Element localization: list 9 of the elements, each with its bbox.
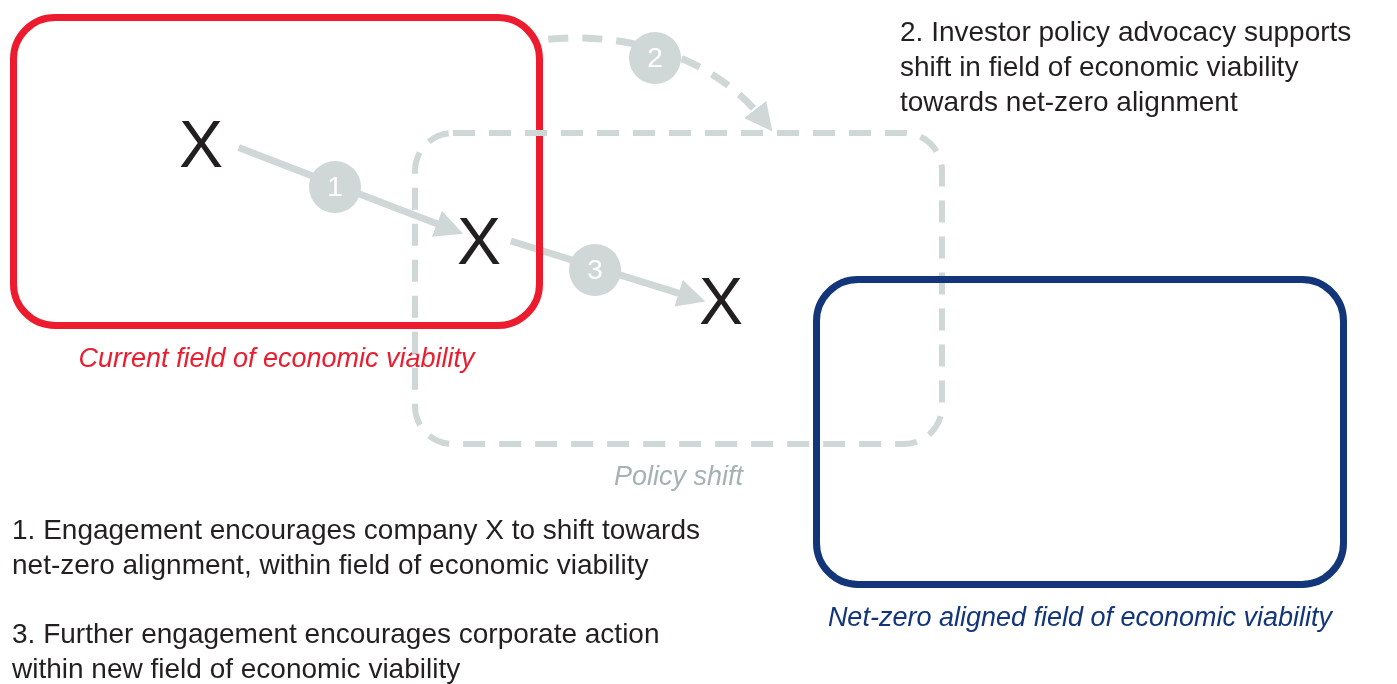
field-heading: Net-zero aligned field of economic viability (826, 602, 1334, 633)
policy-label: Policy shift (612, 461, 745, 492)
company-marker: X (692, 265, 750, 337)
note-text: 3. Further engagement encourages corporate action within new field of economic viability (12, 617, 661, 684)
company-marker: X (172, 108, 230, 180)
note-text: 1. Engagement encourages company X to shift towards net-zero alignment, within field of economic viability (12, 513, 701, 582)
field-heading: Current field of economic viability (77, 343, 477, 374)
company-marker: X (450, 205, 508, 277)
note-text: 2. Investor policy advocacy supports shift in field of economic viability towards net-zero alignment (900, 15, 1353, 119)
